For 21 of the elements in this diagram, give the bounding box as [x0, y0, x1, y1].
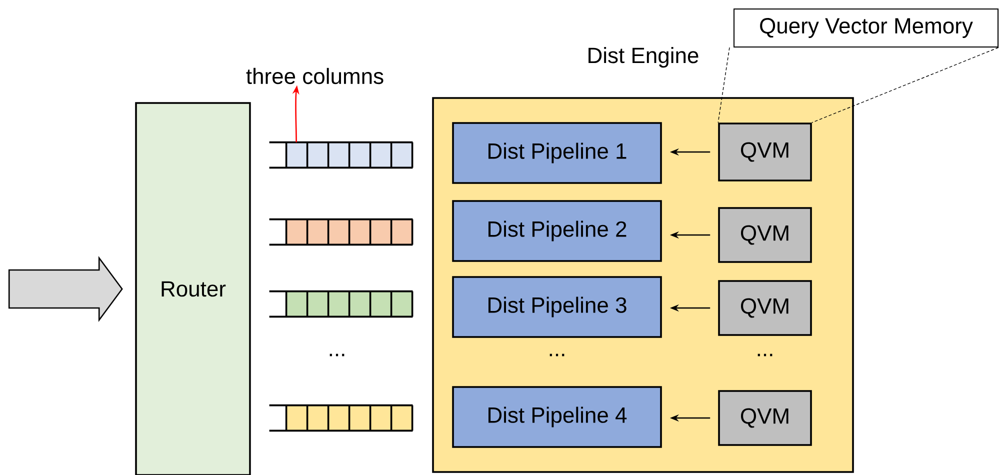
queue: [269, 404, 414, 432]
leader-line: [718, 47, 730, 123]
ellipsis: ...: [758, 354, 772, 356]
pipeline-box: Dist Pipeline 2: [452, 200, 662, 262]
memory-box: QVM: [718, 122, 812, 182]
ellipsis: ...: [330, 354, 344, 356]
memory-box: QVM: [718, 390, 812, 446]
heading: Dist Engine: [588, 47, 698, 68]
memory-box: QVM: [718, 207, 812, 263]
router-box: Router: [135, 102, 251, 475]
queue: [269, 218, 414, 246]
pipeline-box: Dist Pipeline 3: [452, 276, 662, 338]
callout-box: Query Vector Memory: [734, 8, 998, 48]
queue: [269, 141, 414, 169]
pipeline-box: Dist Pipeline 1: [452, 122, 662, 184]
ellipsis: ...: [550, 354, 564, 356]
caption-text: three columns: [246, 68, 384, 84]
leader-line: [812, 47, 999, 123]
queue: [269, 290, 414, 318]
pipeline-box: Dist Pipeline 4: [452, 386, 662, 448]
memory-box: QVM: [718, 280, 812, 336]
